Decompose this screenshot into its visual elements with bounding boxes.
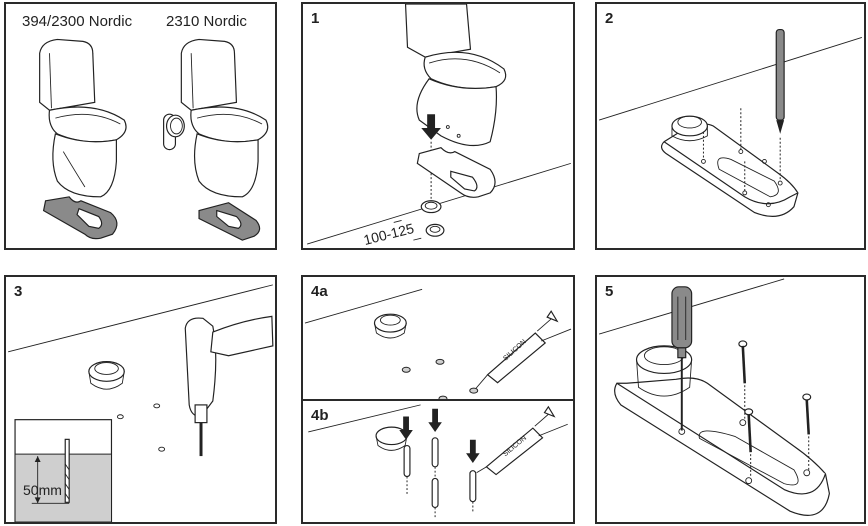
step-2-illustration	[599, 28, 862, 217]
panel-step-4: 4a SILICON 4b	[301, 275, 575, 524]
toilet	[404, 4, 507, 147]
step-4a-illustration	[304, 288, 572, 399]
flange-on-floor	[614, 345, 830, 516]
screw	[802, 393, 812, 435]
silicone-gun-icon	[476, 405, 568, 476]
pencil-icon	[775, 28, 785, 134]
down-arrow-icon	[399, 416, 413, 440]
models-illustration	[39, 38, 269, 241]
drain-connector	[425, 223, 445, 237]
panel-step-3: 3 50mm	[4, 275, 277, 524]
step-number: 1	[311, 10, 320, 27]
floor-wall-line	[8, 284, 273, 353]
screwdriver-icon	[671, 286, 693, 431]
toilet-394-2300	[39, 38, 127, 198]
wall-plug	[431, 477, 439, 509]
step-number: 3	[14, 283, 23, 300]
panel-step-1: 1 100-125	[301, 2, 575, 250]
silicone-gun-icon	[475, 310, 572, 389]
drain-ring	[88, 361, 125, 390]
wall-plug	[403, 444, 411, 478]
hole	[153, 403, 161, 409]
screw	[738, 340, 748, 384]
screw	[744, 408, 754, 453]
panel-step-4a: 4a SILICON	[303, 277, 573, 401]
drill-icon	[184, 315, 274, 457]
step-number: 4b	[311, 407, 329, 424]
depth-inset	[14, 419, 113, 522]
wall-plug	[469, 470, 477, 503]
panel-step-2: 2	[595, 2, 866, 250]
floor-wall-line	[599, 37, 862, 121]
toilet-2310	[180, 38, 269, 198]
model-label-2310: 2310 Nordic	[166, 13, 247, 30]
panel-step-5: 5	[595, 275, 866, 524]
step-5-illustration	[599, 278, 830, 516]
drain-ring	[420, 200, 442, 214]
step-1-illustration	[307, 4, 571, 245]
step-number: 4a	[311, 283, 328, 300]
down-arrow-icon	[466, 439, 480, 463]
step-number: 2	[605, 10, 614, 27]
step-4b-illustration	[308, 404, 568, 518]
panel-step-4b: 4b SILICON	[303, 401, 573, 522]
wall-plug	[431, 437, 439, 468]
down-arrow-icon	[421, 114, 441, 140]
down-arrow-icon	[428, 408, 442, 432]
panel-models: 394/2300 Nordic 2310 Nordic	[4, 2, 277, 250]
flange-on-floor	[661, 115, 799, 217]
depth-label: 50mm	[23, 482, 62, 498]
step-number: 5	[605, 283, 614, 300]
hole	[116, 414, 124, 420]
wall-pipe	[163, 113, 185, 151]
hole	[158, 446, 166, 452]
model-label-394-2300: 394/2300 Nordic	[22, 13, 133, 30]
step-3-illustration	[8, 284, 274, 522]
